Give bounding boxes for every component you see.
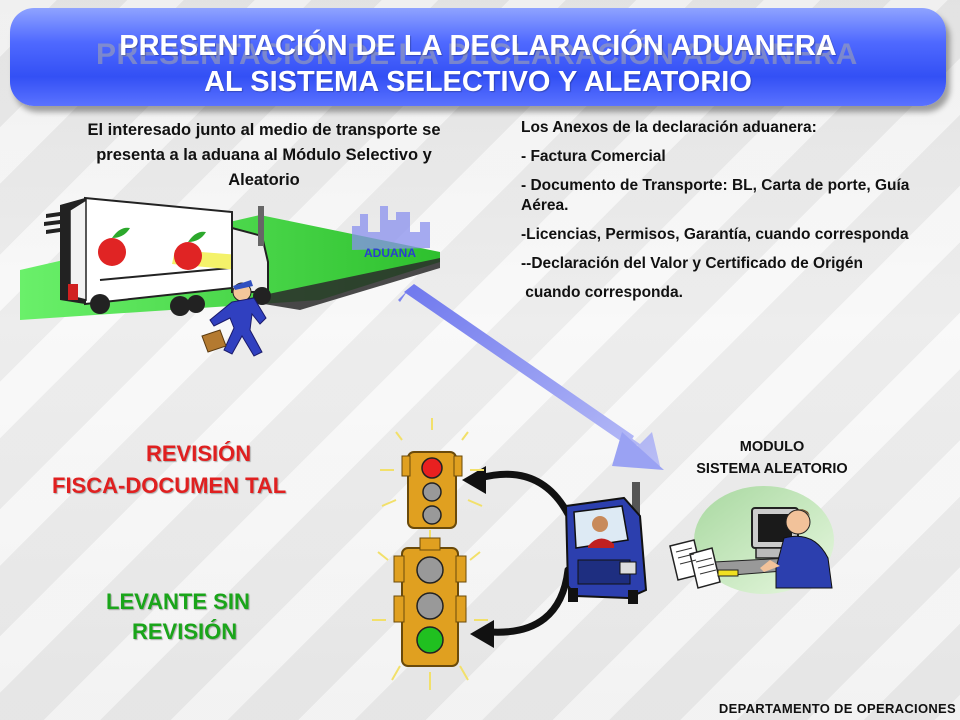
title-line-2: AL SISTEMA SELECTIVO Y ALEATORIO	[204, 66, 752, 98]
title-banner: PRESENTACIÓN DE LA DECLARACIÓN ADUANERA …	[10, 8, 946, 106]
title-shadow-text: PRESENTACIÓN DE LA DECLARACIÓN ADUANERA	[96, 38, 858, 71]
revision-label-line1: REVISIÓN	[146, 441, 252, 466]
arrow-head-green-icon	[470, 620, 494, 648]
page-title: PRESENTACIÓN DE LA DECLARACIÓN ADUANERA …	[10, 28, 946, 100]
title-line-1: PRESENTACIÓN DE LA DECLARACIÓN ADUANERA	[119, 30, 837, 62]
annex-item-5: cuando corresponda.	[521, 284, 683, 301]
annex-item-1: - Factura Comercial	[521, 148, 666, 165]
flow-arrow-icon	[398, 284, 664, 470]
levante-label-line2: REVISIÓN	[132, 619, 238, 644]
annex-item-3: -Licencias, Permisos, Garantía, cuando c…	[521, 226, 909, 243]
arrow-head-red-icon	[462, 466, 486, 494]
traffic-light-red-icon	[380, 418, 484, 529]
modulo-line-1: MODULO	[739, 439, 805, 455]
apple-icon	[98, 227, 206, 270]
computer-operator-icon	[694, 486, 834, 594]
levante-label-line1: LEVANTE SIN	[106, 589, 250, 614]
annex-item-2: - Documento de Transporte: BL, Carta de …	[521, 177, 910, 214]
footer-department: DEPARTAMENTO DE OPERACIONES	[718, 701, 956, 716]
documents-icon	[669, 539, 739, 589]
intro-text: El interesado junto al medio de transpor…	[87, 121, 441, 189]
businessman-icon	[201, 280, 267, 357]
traffic-light-green-icon	[372, 530, 488, 690]
modulo-line-2: SISTEMA ALEATORIO	[696, 461, 848, 477]
decision-arrows-icon	[476, 470, 572, 636]
aduana-label: ADUANA	[364, 246, 416, 260]
annex-item-4: --Declaración del Valor y Certificado de…	[521, 255, 863, 272]
revision-label-line2: FISCA-DOCUMEN TAL	[52, 473, 287, 498]
truck-front-icon	[564, 482, 648, 604]
annex-list: Los Anexos de la declaración aduanera: -…	[521, 118, 960, 312]
annex-heading: Los Anexos de la declaración aduanera:	[521, 119, 817, 136]
truck-icon	[44, 196, 271, 316]
modulo-label: MODULO SISTEMA ALEATORIO	[672, 436, 872, 480]
customs-building-icon	[352, 206, 430, 250]
